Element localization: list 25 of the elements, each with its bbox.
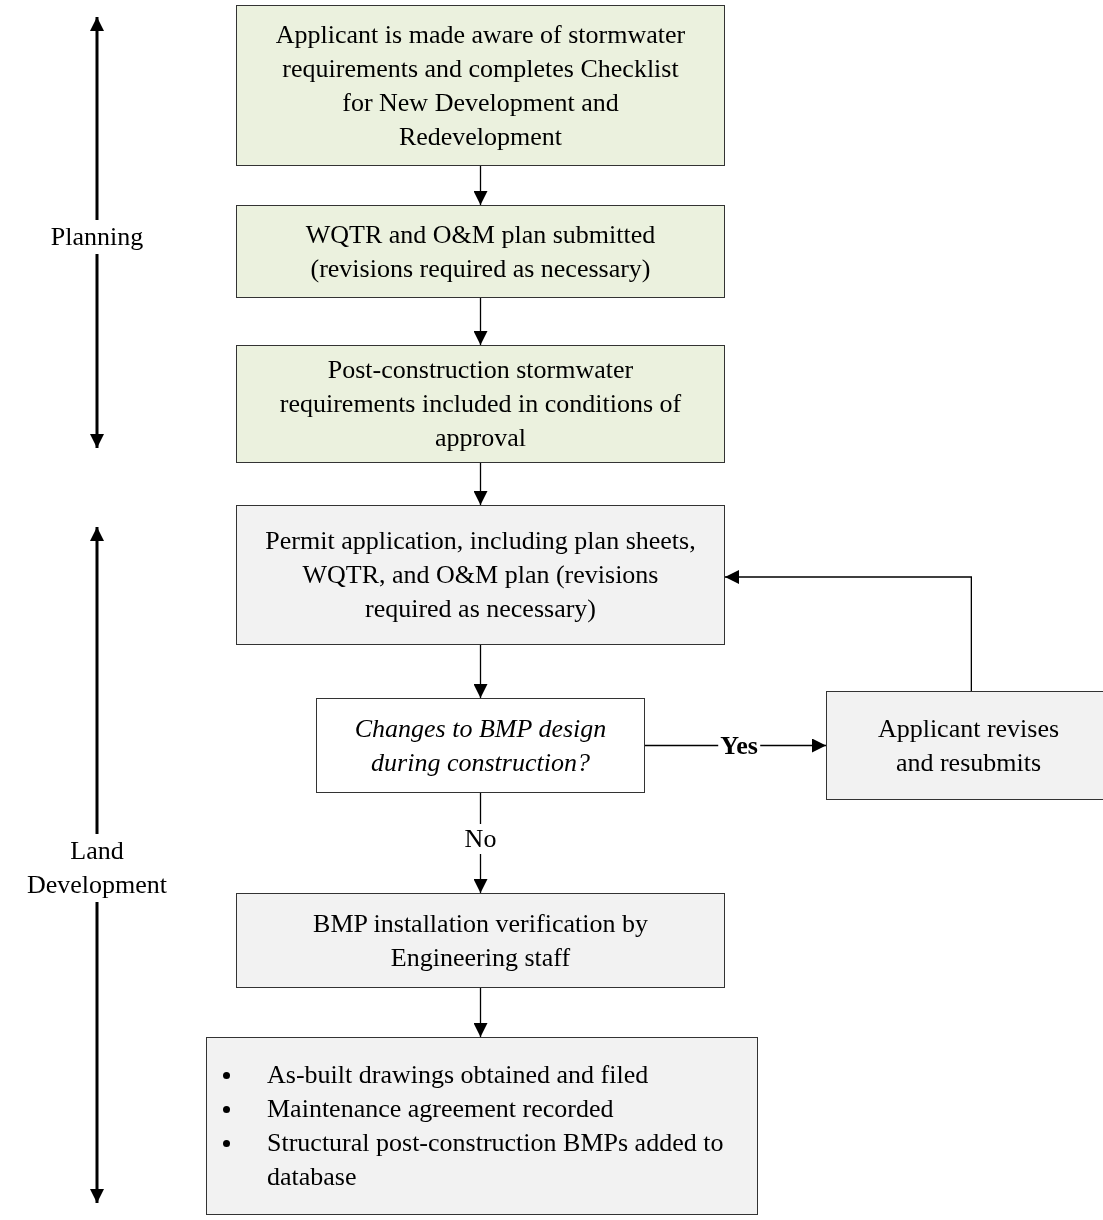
arrow [473, 987, 488, 1038]
process-box [236, 5, 725, 166]
arrow [473, 165, 488, 206]
edge-label: No [462, 824, 499, 854]
box-text: Permit application, including plan sheets, WQTR, and O&M plan (revisions required as necessary) [265, 525, 696, 625]
list-box [206, 1037, 758, 1215]
box-text: Applicant revises and resubmits [876, 712, 1061, 779]
box-text: Post-construction stormwater requirements included in conditions of approval [278, 354, 683, 454]
arrow [473, 462, 488, 506]
box-text: BMP installation verification by Engineering staff [312, 907, 649, 974]
list-item-text: Maintenance agreement recorded [267, 1094, 614, 1123]
process-box [236, 345, 725, 463]
list-item-text: Structural post-construction BMPs added to database [267, 1128, 724, 1191]
arrow [724, 570, 972, 692]
arrow [473, 644, 488, 699]
box-text: Changes to BMP design during construction? [353, 712, 608, 779]
process-box [236, 893, 725, 988]
process-box [236, 205, 725, 298]
list-item-text: As-built drawings obtained and filed [267, 1060, 649, 1089]
arrow [473, 297, 488, 346]
box-text: WQTR and O&M plan submitted (revisions required as necessary) [304, 218, 657, 285]
process-box [236, 505, 725, 645]
process-box [826, 691, 1103, 800]
decision-box [316, 698, 645, 793]
box-text: Applicant is made aware of stormwater requirements and completes Checklist for New Development and Redevelopment [274, 18, 687, 153]
